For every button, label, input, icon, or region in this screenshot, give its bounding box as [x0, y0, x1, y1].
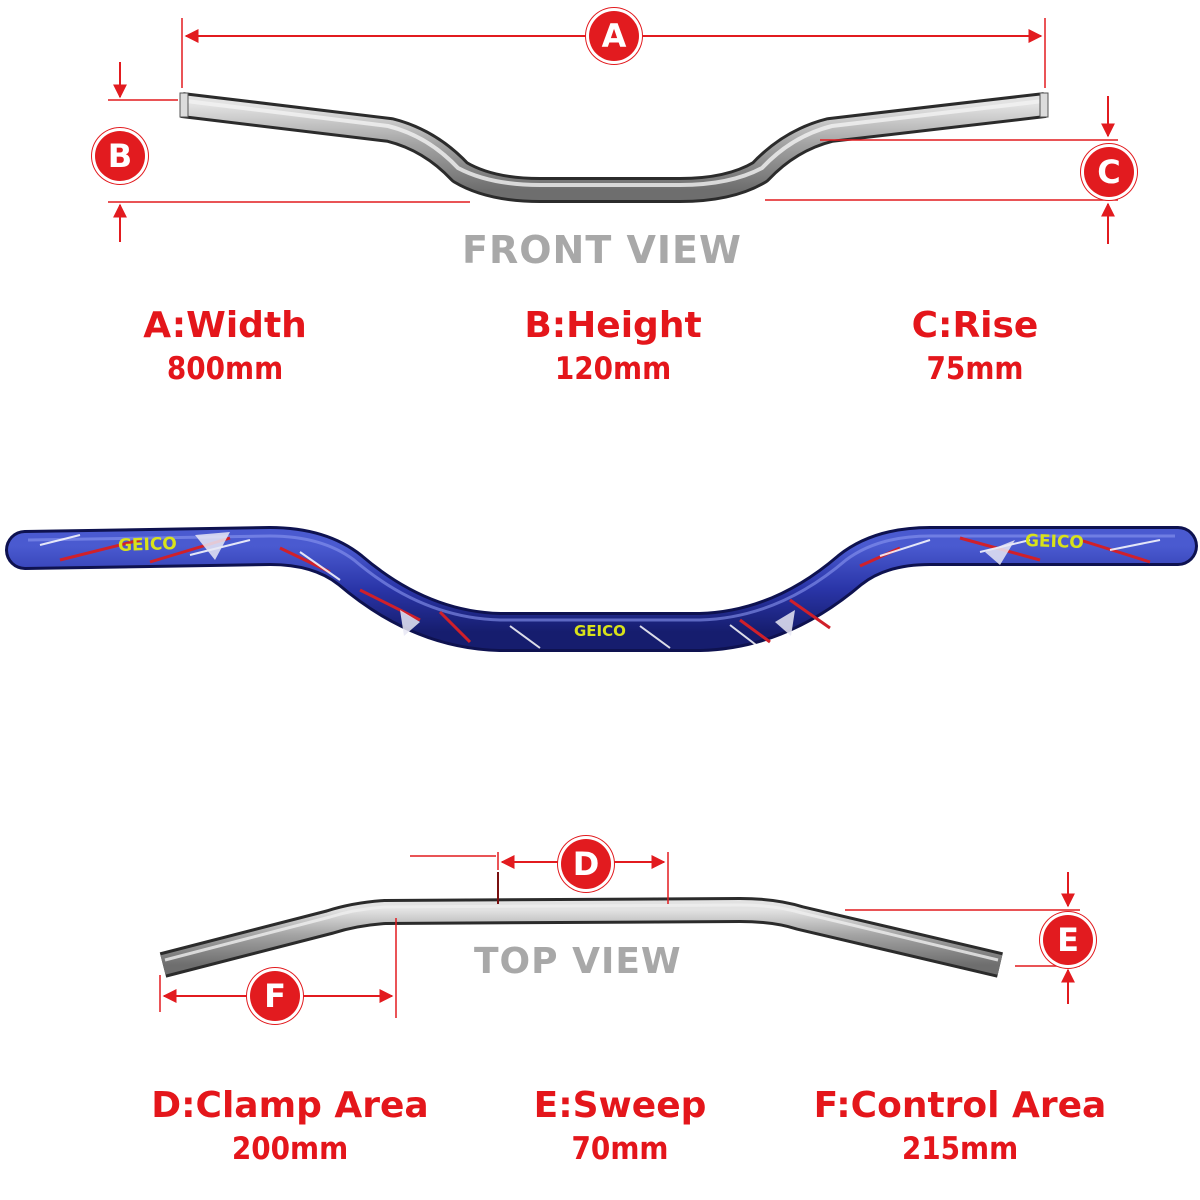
blue-handlebar	[5, 526, 1198, 652]
spec-sweep: E:Sweep 70mm	[500, 1084, 740, 1170]
spec-width: A:Width 800mm	[110, 304, 340, 390]
top-view-bar	[159, 872, 1003, 978]
spec-sweep-label: E:Sweep	[533, 1085, 707, 1126]
spec-control-area-value: 215mm	[901, 1131, 1019, 1167]
dimension-b	[108, 62, 470, 242]
spec-rise: C:Rise 75mm	[860, 304, 1090, 390]
spec-clamp-area: D:Clamp Area 200mm	[120, 1084, 460, 1170]
marker-f: F	[250, 971, 300, 1021]
dimension-c	[765, 96, 1118, 244]
marker-c: C	[1084, 147, 1134, 197]
dimension-e	[845, 872, 1080, 1004]
dimension-d	[410, 852, 669, 904]
spec-clamp-area-value: 200mm	[231, 1131, 349, 1167]
spec-height-label: B:Height	[524, 305, 702, 346]
spec-clamp-area-label: D:Clamp Area	[151, 1085, 429, 1126]
front-view-title: FRONT VIEW	[462, 228, 742, 272]
spec-rise-value: 75mm	[926, 351, 1024, 387]
spec-height-value: 120mm	[554, 351, 672, 387]
bar-logo-right: GEICO	[1024, 530, 1085, 554]
spec-height: B:Height 120mm	[498, 304, 728, 390]
marker-b: B	[95, 131, 145, 181]
marker-d: D	[561, 839, 611, 889]
dimension-a	[181, 18, 1046, 88]
spec-width-label: A:Width	[143, 305, 307, 346]
spec-rise-label: C:Rise	[911, 305, 1039, 346]
dimension-f	[159, 918, 397, 1018]
spec-sweep-value: 70mm	[571, 1131, 669, 1167]
top-view-title: TOP VIEW	[474, 941, 682, 982]
spec-control-area-label: F:Control Area	[813, 1085, 1107, 1126]
marker-a: A	[589, 11, 639, 61]
marker-e: E	[1043, 915, 1093, 965]
spec-control-area: F:Control Area 215mm	[790, 1084, 1130, 1170]
bar-logo-left: GEICO	[117, 533, 178, 557]
spec-width-value: 800mm	[166, 351, 284, 387]
bar-logo-center: GEICO	[574, 622, 626, 640]
front-view-bar	[179, 92, 1049, 203]
